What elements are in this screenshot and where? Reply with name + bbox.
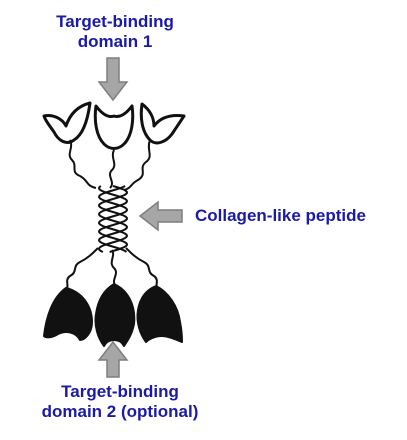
target-binding-domain-2 — [43, 283, 183, 347]
bottom-domain-label: Target-binding domain 2 (optional) — [20, 382, 220, 422]
bottom-domain-label-line1: Target-binding — [61, 382, 179, 401]
top-cup-right — [139, 102, 186, 145]
top-arrow — [97, 57, 129, 102]
target-binding-domain-1 — [42, 101, 186, 150]
collagen-label: Collagen-like peptide — [195, 206, 366, 225]
bottom-lobe-center — [94, 283, 136, 347]
helix-strand-c — [97, 185, 129, 253]
side-arrow — [138, 200, 183, 232]
top-domain-label: Target-binding domain 1 — [40, 12, 190, 52]
collagen-triple-helix — [97, 185, 129, 253]
top-domain-label-line2: domain 1 — [77, 32, 153, 51]
top-domain-label-line1: Target-binding — [56, 12, 174, 31]
bottom-lobe-left — [43, 287, 93, 341]
top-linkers — [68, 139, 151, 191]
top-cup-left — [42, 101, 92, 144]
bottom-domain-label-line2: domain 2 (optional) — [41, 402, 199, 421]
bottom-linkers — [65, 247, 159, 291]
bottom-arrow — [97, 340, 129, 378]
bottom-lobe-right — [136, 285, 183, 343]
top-cup-center — [93, 104, 135, 150]
